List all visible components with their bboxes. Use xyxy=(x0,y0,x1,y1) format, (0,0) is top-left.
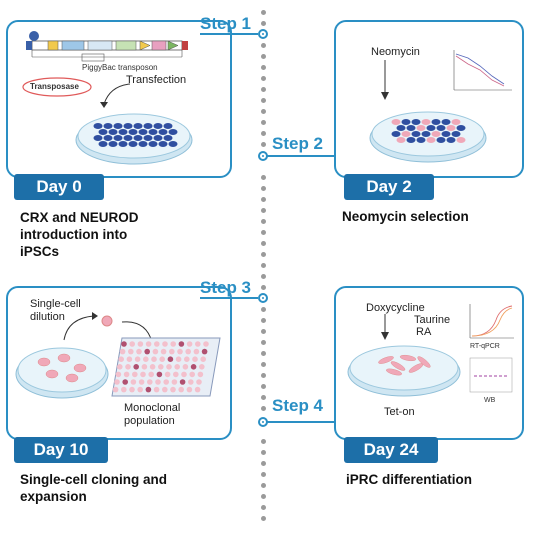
step-3-connector xyxy=(200,297,258,299)
timeline-dot xyxy=(261,142,266,147)
timeline-dot xyxy=(261,395,266,400)
timeline-dot xyxy=(261,494,266,499)
timeline-dot xyxy=(261,406,266,411)
neomycin-label: Neomycin xyxy=(371,46,420,58)
timeline-dot xyxy=(261,450,266,455)
rtqpcr-label: RT-qPCR xyxy=(470,343,500,350)
description-step4: iPRC differentiation xyxy=(346,472,473,487)
timeline-dot xyxy=(261,274,266,279)
description-step3: Single-cell cloning and expansion xyxy=(20,472,168,504)
step-2-label: Step 2 xyxy=(272,134,324,153)
timeline-dot xyxy=(261,54,266,59)
step-2-connector xyxy=(262,155,334,157)
timeline-dot xyxy=(261,208,266,213)
transposase-icon xyxy=(22,77,92,97)
petri-dish-differentiation-icon xyxy=(347,345,461,397)
down-arrow-icon xyxy=(381,314,389,340)
plasmid-label: PiggyBac transposon xyxy=(82,63,158,72)
transfection-label: Transfection xyxy=(126,74,187,86)
timeline-dot xyxy=(261,65,266,70)
day-10-label: Day 10 xyxy=(14,437,108,463)
timeline-dot xyxy=(261,43,266,48)
timeline-dot xyxy=(261,318,266,323)
timeline-dot xyxy=(261,263,266,268)
step-4-label: Step 4 xyxy=(272,396,324,415)
timeline-dot xyxy=(261,307,266,312)
step-3-label: Step 3 xyxy=(200,278,252,297)
step-1-label: Step 1 xyxy=(200,14,252,33)
petri-dish-selection-icon xyxy=(369,111,487,163)
timeline-dot xyxy=(261,120,266,125)
step-2-node xyxy=(258,151,268,161)
description-step2: Neomycin selection xyxy=(342,209,469,224)
transposase-label: Transposase xyxy=(30,82,79,91)
timeline-dot xyxy=(261,362,266,367)
timeline-dot xyxy=(261,131,266,136)
down-arrow-icon xyxy=(381,60,389,100)
timeline-dot xyxy=(261,483,266,488)
doxycycline-label: Doxycycline xyxy=(366,302,425,314)
dilution-arrow-icon xyxy=(63,312,98,341)
single-cell-dilution-label: Single-cell dilution xyxy=(30,298,81,323)
timeline-dot xyxy=(261,505,266,510)
step-1-connector xyxy=(200,33,258,35)
day-0-label: Day 0 xyxy=(14,174,104,200)
timeline-dot xyxy=(261,186,266,191)
timeline-dot xyxy=(261,516,266,521)
arrow-icon xyxy=(100,83,131,108)
day-2-label: Day 2 xyxy=(344,174,434,200)
taurine-label: Taurine xyxy=(414,314,451,326)
timeline-dot xyxy=(261,76,266,81)
timeline-dot xyxy=(261,461,266,466)
timeline-dot xyxy=(261,219,266,224)
wb-label: WB xyxy=(484,397,496,404)
ra-label: RA xyxy=(416,326,432,338)
timeline-dot xyxy=(261,175,266,180)
timeline-dot xyxy=(261,10,266,15)
timeline-dot xyxy=(261,472,266,477)
petri-dish-icon xyxy=(75,113,193,165)
description-step1: CRX and NEUROD introduction into iPSCs xyxy=(20,210,139,259)
timeline-dot xyxy=(261,285,266,290)
timeline-dot xyxy=(261,373,266,378)
timeline-dot xyxy=(261,98,266,103)
timeline-dot xyxy=(261,21,266,26)
timeline-dot xyxy=(261,439,266,444)
tet-on-label: Tet-on xyxy=(384,406,415,418)
monoclonal-label: Monoclonal population xyxy=(124,402,181,427)
timeline-dot xyxy=(261,351,266,356)
viability-mini-plot xyxy=(453,50,512,91)
step-4-connector xyxy=(262,421,334,423)
well-plate-icon xyxy=(111,337,221,397)
timeline-dot xyxy=(261,340,266,345)
timeline-dot xyxy=(261,109,266,114)
day-24-label: Day 24 xyxy=(344,437,438,463)
timeline-dot xyxy=(261,230,266,235)
plasmid-diagram xyxy=(26,31,188,62)
petri-dish-colonies-icon xyxy=(15,347,109,399)
step-3-node xyxy=(258,293,268,303)
step-4-node xyxy=(258,417,268,427)
timeline-dot xyxy=(261,87,266,92)
rtqpcr-plot xyxy=(469,304,514,339)
wb-plot xyxy=(469,357,513,393)
timeline-dot xyxy=(261,197,266,202)
timeline-dot xyxy=(261,329,266,334)
single-cell-icon xyxy=(101,315,113,327)
timeline-dot xyxy=(261,252,266,257)
timeline-dot xyxy=(261,241,266,246)
step-1-node xyxy=(258,29,268,39)
timeline-dot xyxy=(261,384,266,389)
